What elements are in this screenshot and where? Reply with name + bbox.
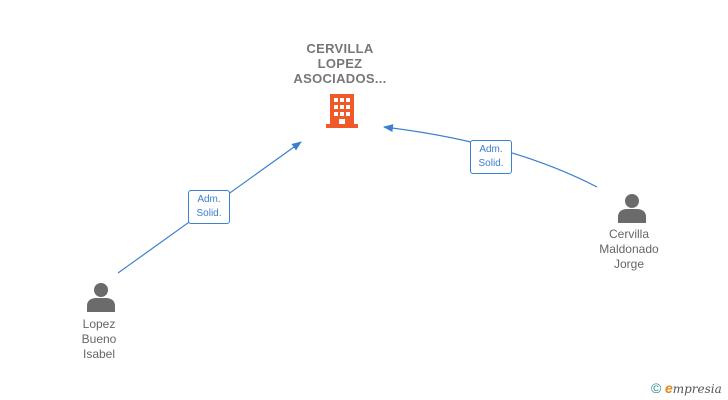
copyright-symbol: ©: [651, 380, 662, 396]
person-name-line: Jorge: [613, 257, 645, 271]
company-name-line: ASOCIADOS...: [293, 71, 387, 86]
company-name-line: LOPEZ: [317, 56, 363, 71]
brand-logo-initial: e: [664, 380, 673, 396]
building-icon[interactable]: [326, 94, 358, 128]
person-name-cervilla-maldonado-jorge[interactable]: Cervilla Maldonado Jorge: [574, 227, 684, 272]
person-name-line: Bueno: [81, 332, 117, 346]
person-icon[interactable]: [86, 282, 116, 312]
edge-label-line: Solid.: [478, 158, 504, 169]
company-name-line: CERVILLA: [306, 41, 374, 56]
edge-label-jorge: Adm. Solid.: [470, 140, 512, 174]
brand-logo-text: mpresia: [672, 382, 722, 396]
person-name-line: Cervilla: [608, 227, 649, 241]
person-name-line: Maldonado: [599, 242, 659, 256]
edge-label-isabel: Adm. Solid.: [188, 190, 230, 224]
brand-watermark: © empresia: [651, 380, 722, 396]
edge-label-line: Solid.: [196, 208, 222, 219]
person-name-lopez-bueno-isabel[interactable]: Lopez Bueno Isabel: [44, 317, 154, 362]
company-name[interactable]: CERVILLA LOPEZ ASOCIADOS...: [270, 41, 410, 86]
edge-label-line: Adm.: [479, 144, 503, 155]
person-name-line: Isabel: [82, 347, 116, 361]
person-name-line: Lopez: [82, 317, 116, 331]
person-icon[interactable]: [617, 193, 647, 223]
edge-label-line: Adm.: [197, 194, 221, 205]
